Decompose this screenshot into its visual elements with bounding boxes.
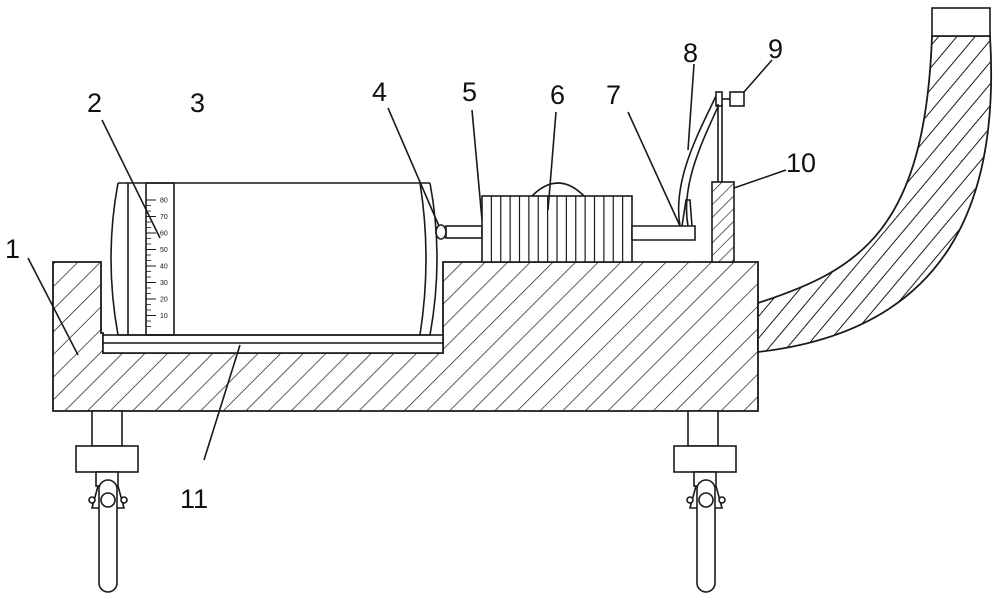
scale-tick-label: 60: [160, 231, 168, 238]
flexible-hose: [677, 95, 717, 227]
support-post: [711, 181, 735, 263]
tray-plate: [102, 334, 444, 354]
label-6: 6: [550, 80, 565, 110]
scale-tick-label: 30: [160, 280, 168, 287]
scale-strip: [145, 182, 175, 336]
hose-cap: [931, 7, 991, 37]
leader-lines: [27, 59, 787, 461]
label-5: 5: [462, 77, 477, 107]
scale-tick-label: 10: [160, 313, 168, 320]
scale-tick-label: 80: [160, 198, 168, 205]
outlet-pipe: [631, 225, 696, 241]
sensor-head: [729, 91, 745, 107]
caster-right: [673, 410, 737, 593]
outlet-nozzle: [435, 224, 447, 240]
scale-ticks: 80 70 60 50 40 30 20 10: [146, 198, 168, 327]
scale-tick-label: 50: [160, 247, 168, 254]
scale-tick-label: 70: [160, 214, 168, 221]
label-7: 7: [606, 80, 621, 110]
pump-fins: [490, 196, 624, 262]
label-3: 3: [190, 88, 205, 118]
caster-left: [75, 410, 139, 593]
label-9: 9: [768, 34, 783, 64]
inlet-pipe: [445, 225, 483, 239]
curved-discharge-hose: [757, 35, 993, 354]
pump-dome: [531, 182, 585, 197]
label-10: 10: [786, 148, 816, 178]
label-4: 4: [372, 77, 387, 107]
measuring-tank: 80 70 60 50 40 30 20 10: [110, 182, 438, 336]
label-1: 1: [5, 234, 20, 264]
scale-tick-label: 20: [160, 297, 168, 304]
scale-tick-label: 40: [160, 264, 168, 271]
label-11: 11: [180, 484, 208, 514]
label-2: 2: [87, 88, 102, 118]
label-8: 8: [683, 38, 698, 68]
